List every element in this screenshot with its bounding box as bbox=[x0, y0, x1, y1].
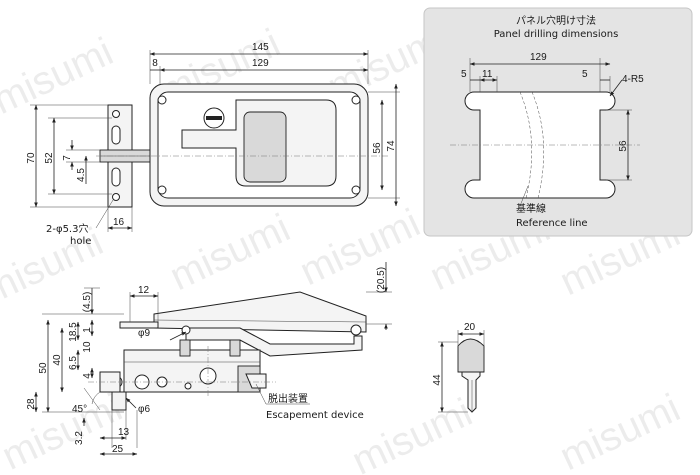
panel-corner-radius: 4-R5 bbox=[622, 74, 644, 85]
side-dim-20-5: (20.5) bbox=[376, 267, 387, 293]
side-dim-13: 13 bbox=[118, 427, 130, 438]
side-dim-25: 25 bbox=[112, 444, 124, 455]
side-dim-12: 12 bbox=[138, 285, 150, 296]
side-dim-50: 50 bbox=[38, 362, 49, 374]
panel-title-jp: パネル穴明け寸法 bbox=[516, 14, 596, 27]
side-dim-18-5: 18.5 bbox=[68, 322, 79, 342]
hole-spec: 2-φ5.3穴 bbox=[46, 222, 88, 235]
watermark-text: misumi bbox=[553, 386, 686, 475]
side-dim-4-5: (4.5) bbox=[82, 292, 93, 313]
dim-129: 129 bbox=[252, 58, 269, 69]
bracket-slot bbox=[111, 167, 121, 187]
housing-hole bbox=[184, 382, 192, 390]
bracket-slot bbox=[111, 125, 121, 145]
side-dim-1: 1 bbox=[82, 327, 93, 333]
key-slot bbox=[206, 116, 222, 120]
body-screw bbox=[157, 95, 167, 105]
pivot-pin bbox=[181, 325, 191, 335]
stud bbox=[229, 339, 241, 357]
top-view: 145 8 129 56 74 70 52 7 4.5 16 2-φ5.3穴 bbox=[26, 42, 400, 247]
body-screw bbox=[351, 185, 361, 195]
latch-tab bbox=[111, 391, 127, 411]
watermark-text: misumi bbox=[0, 385, 129, 475]
reference-line bbox=[519, 91, 532, 199]
panel-dim-11: 11 bbox=[482, 69, 493, 80]
mounting-hole bbox=[112, 193, 120, 201]
escapement-label-jp: 脱出装置 bbox=[268, 392, 308, 405]
pivot-pin bbox=[350, 324, 362, 336]
side-dim-4: 4 bbox=[82, 373, 93, 379]
reference-label-en: Reference line bbox=[516, 218, 588, 229]
handle-arm bbox=[185, 327, 363, 357]
escapement-label-en: Escapement device bbox=[266, 410, 364, 421]
panel-title-en: Panel drilling dimensions bbox=[494, 29, 619, 40]
side-dim-phi6: φ6 bbox=[138, 404, 150, 415]
dim-7: 7 bbox=[62, 155, 73, 161]
dim-70: 70 bbox=[26, 152, 37, 164]
side-dim-10: 10 bbox=[82, 341, 93, 353]
mounting-hole bbox=[112, 110, 120, 118]
stud bbox=[179, 339, 191, 357]
handle-grip bbox=[243, 111, 287, 183]
side-dim-phi9: φ9 bbox=[138, 328, 150, 339]
dim-8: 8 bbox=[152, 58, 158, 69]
key-head bbox=[457, 338, 485, 373]
side-dim-28: 28 bbox=[26, 398, 37, 410]
dim-4-5: 4.5 bbox=[76, 168, 87, 182]
panel-flange bbox=[119, 321, 159, 329]
panel-dim-129: 129 bbox=[530, 52, 547, 63]
dim-56: 56 bbox=[372, 142, 383, 154]
side-dim-6-5: 6.5 bbox=[68, 356, 79, 370]
watermark-text: misumi bbox=[345, 390, 478, 475]
panel-dim-56: 56 bbox=[618, 140, 629, 152]
dim-74: 74 bbox=[386, 140, 397, 152]
body-screw bbox=[351, 95, 361, 105]
side-angle-45: 45° bbox=[72, 404, 87, 415]
side-dim-3-2: 3.2 bbox=[74, 431, 85, 445]
reference-label-jp: 基準線 bbox=[516, 202, 546, 215]
side-view: 50 40 18.5 6.5 (4.5) 1 10 4 28 12 (20.5)… bbox=[26, 262, 392, 456]
key-view: 20 44 bbox=[432, 322, 485, 413]
key-dim-20: 20 bbox=[464, 322, 476, 333]
watermark-text: misumi bbox=[0, 29, 120, 122]
panel-drilling-view: パネル穴明け寸法 Panel drilling dimensions 129 5… bbox=[423, 7, 693, 237]
hole-label: hole bbox=[70, 236, 91, 247]
body-screw bbox=[157, 185, 167, 195]
watermark-text: misumi bbox=[293, 201, 426, 294]
dim-52: 52 bbox=[44, 152, 55, 164]
side-dim-40: 40 bbox=[52, 354, 63, 366]
dim-16: 16 bbox=[113, 217, 125, 228]
key-dim-44: 44 bbox=[432, 374, 443, 386]
panel-dim-5-right: 5 bbox=[582, 69, 588, 80]
panel-dim-5-left: 5 bbox=[461, 69, 467, 80]
dim-145: 145 bbox=[252, 42, 269, 53]
watermark-text: misumi bbox=[163, 206, 296, 299]
